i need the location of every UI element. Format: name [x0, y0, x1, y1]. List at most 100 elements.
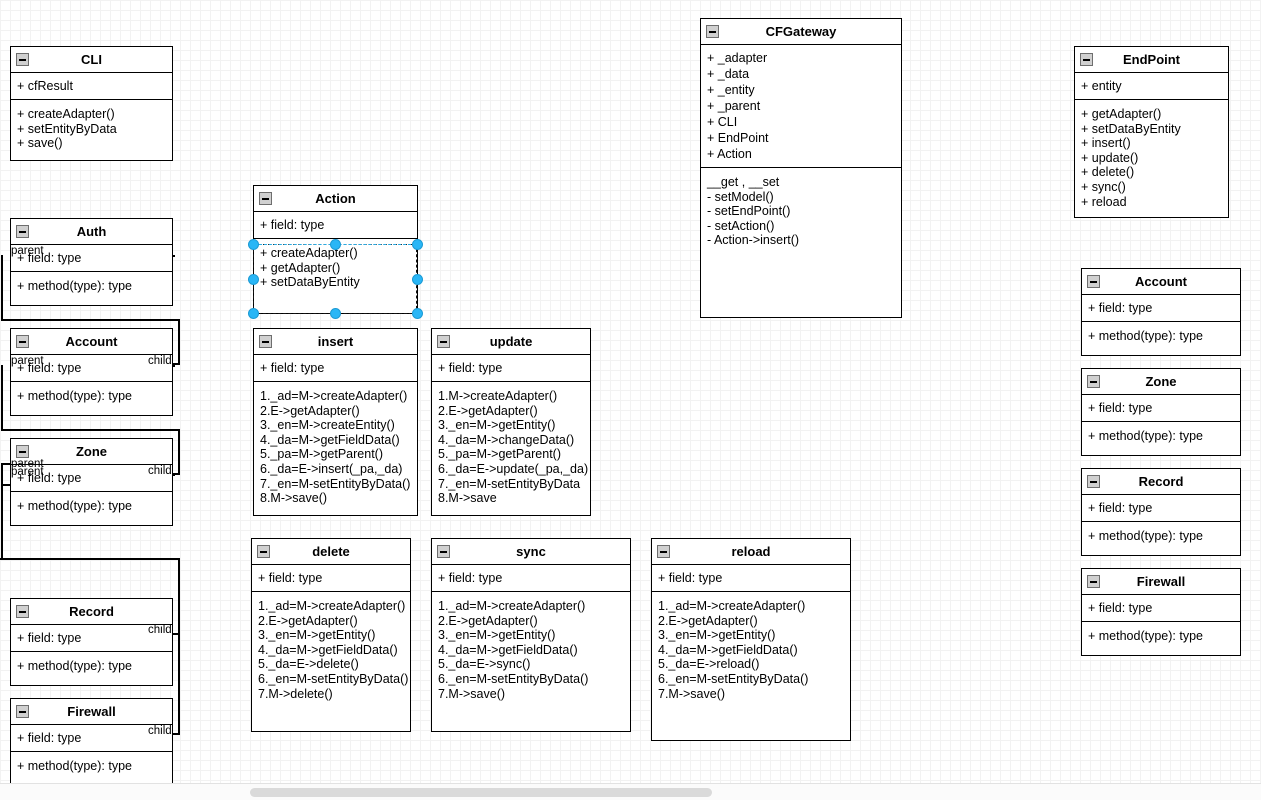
connector-account-left-down[interactable] [1, 365, 3, 430]
selection-handle-n[interactable] [330, 239, 341, 250]
minus-box-icon[interactable] [1087, 575, 1100, 588]
uml-operation-row: 7._en=M-setEntityByData() [260, 476, 411, 491]
minus-box-icon[interactable] [437, 545, 450, 558]
uml-class-header-update: update [432, 329, 590, 355]
minus-box-icon[interactable] [1087, 375, 1100, 388]
selection-handle-se[interactable] [412, 308, 423, 319]
uml-operation-row: 8.M->save() [260, 491, 328, 506]
uml-attribute-row: + field: type [1088, 501, 1153, 515]
uml-attributes-firewall-right: + field: type [1082, 595, 1240, 622]
uml-operation-row: 1.M->createAdapter() [438, 389, 558, 403]
minus-box-icon[interactable] [16, 53, 29, 66]
uml-attribute-row: + field: type [17, 361, 82, 375]
selection-handle-s[interactable] [330, 308, 341, 319]
uml-class-record-right[interactable]: Record+ field: type+ method(type): type [1081, 468, 1241, 556]
uml-class-zone-right[interactable]: Zone+ field: type+ method(type): type [1081, 368, 1241, 456]
uml-operation-row: 3._en=M->createEntity() [260, 418, 395, 433]
connector-account-bottom[interactable] [1, 429, 179, 431]
uml-operations-auth: + method(type): type [11, 272, 172, 300]
uml-class-cfgateway[interactable]: CFGateway+ _adapter+ _data+ _entity+ _pa… [700, 18, 902, 318]
uml-attributes-update: + field: type [432, 355, 590, 382]
minus-box-icon[interactable] [1087, 475, 1100, 488]
uml-attribute-row: + field: type [17, 631, 82, 645]
selection-handle-w[interactable] [248, 274, 259, 285]
uml-class-header-insert: insert [254, 329, 417, 355]
minus-box-icon[interactable] [259, 335, 272, 348]
uml-operations-zone-left: + method(type): type [11, 492, 172, 520]
minus-box-icon[interactable] [657, 545, 670, 558]
connector-auth-bottom[interactable] [1, 319, 179, 321]
uml-class-title: Action [315, 191, 356, 206]
minus-box-icon[interactable] [1080, 53, 1093, 66]
uml-attribute-row: + _adapter [707, 51, 768, 65]
uml-operation-row: - setAction() [707, 218, 775, 233]
uml-class-account-left[interactable]: Account+ field: type+ method(type): type [10, 328, 173, 416]
uml-class-header-zone-right: Zone [1082, 369, 1240, 395]
minus-box-icon[interactable] [16, 335, 29, 348]
uml-class-title: update [489, 334, 533, 349]
minus-box-icon[interactable] [437, 335, 450, 348]
minus-box-icon[interactable] [1087, 275, 1100, 288]
uml-class-header-cfgateway: CFGateway [701, 19, 901, 45]
uml-class-account-right[interactable]: Account+ field: type+ method(type): type [1081, 268, 1241, 356]
uml-operation-row: + sync() [1081, 179, 1126, 194]
connector-account-right-down[interactable] [178, 319, 180, 364]
connector-zone-trunk-down[interactable] [1, 484, 3, 560]
selection-handle-sw[interactable] [248, 308, 259, 319]
uml-class-header-action: Action [254, 186, 417, 212]
selection-handle-nw[interactable] [248, 239, 259, 250]
horizontal-scrollbar-thumb[interactable] [250, 788, 712, 797]
horizontal-scrollbar[interactable] [0, 783, 1261, 800]
connector-auth-left-down[interactable] [1, 255, 3, 320]
uml-class-cli[interactable]: CLI+ cfResult+ createAdapter()+ setEntit… [10, 46, 173, 161]
uml-operation-row: 4._da=M->getFieldData() [260, 432, 400, 447]
connector-zone-left-down[interactable] [1, 465, 3, 485]
selection-handle-ne[interactable] [412, 239, 423, 250]
uml-class-auth[interactable]: Auth+ field: type+ method(type): type [10, 218, 173, 306]
uml-class-title: Record [69, 604, 114, 619]
minus-box-icon[interactable] [706, 25, 719, 38]
minus-box-icon[interactable] [16, 605, 29, 618]
uml-operation-row: + reload [1081, 194, 1127, 209]
uml-operation-row: 6._en=M-setEntityByData() [438, 671, 589, 686]
uml-attributes-endpoint: + entity [1075, 73, 1228, 100]
uml-operations-firewall-right: + method(type): type [1082, 622, 1240, 650]
uml-class-header-record-left: Record [11, 599, 172, 625]
uml-attributes-cli: + cfResult [11, 73, 172, 100]
selection-handle-e[interactable] [412, 274, 423, 285]
uml-operation-row: + update() [1081, 150, 1139, 165]
uml-operation-row: 3._en=M->getEntity() [438, 418, 556, 433]
uml-class-header-auth: Auth [11, 219, 172, 245]
uml-operation-row: + method(type): type [1088, 329, 1203, 343]
uml-class-action[interactable]: Action+ field: type+ createAdapter()+ ge… [253, 185, 418, 314]
connector-zone-right-down[interactable] [178, 429, 180, 474]
uml-attribute-row: + field: type [438, 361, 503, 375]
minus-box-icon[interactable] [16, 225, 29, 238]
connector-record-right-down[interactable] [178, 558, 180, 635]
connector-zone-bottom-trunk[interactable] [0, 558, 180, 561]
minus-box-icon[interactable] [16, 705, 29, 718]
uml-attributes-insert: + field: type [254, 355, 417, 382]
uml-attributes-account-right: + field: type [1082, 295, 1240, 322]
uml-attribute-row: + field: type [260, 361, 325, 375]
connector-firewall-right-down[interactable] [178, 633, 180, 735]
minus-box-icon[interactable] [16, 445, 29, 458]
uml-class-firewall-left[interactable]: Firewall+ field: type+ method(type): typ… [10, 698, 173, 786]
uml-class-zone-left[interactable]: Zone+ field: type+ method(type): type [10, 438, 173, 526]
uml-operation-row: 3._en=M->getEntity() [438, 628, 556, 643]
uml-attributes-zone-left: + field: type [11, 465, 172, 492]
uml-operation-row: 6._da=E->update(_pa,_da) [438, 461, 589, 476]
uml-class-title: Firewall [1136, 574, 1186, 589]
minus-box-icon[interactable] [259, 192, 272, 205]
uml-class-record-left[interactable]: Record+ field: type+ method(type): type [10, 598, 173, 686]
minus-box-icon[interactable] [257, 545, 270, 558]
uml-class-endpoint[interactable]: EndPoint+ entity+ getAdapter()+ setDataB… [1074, 46, 1229, 218]
uml-class-firewall-right[interactable]: Firewall + field: type+ method(type): typ… [1081, 568, 1241, 656]
uml-class-header-firewall-right: Firewall [1082, 569, 1240, 595]
